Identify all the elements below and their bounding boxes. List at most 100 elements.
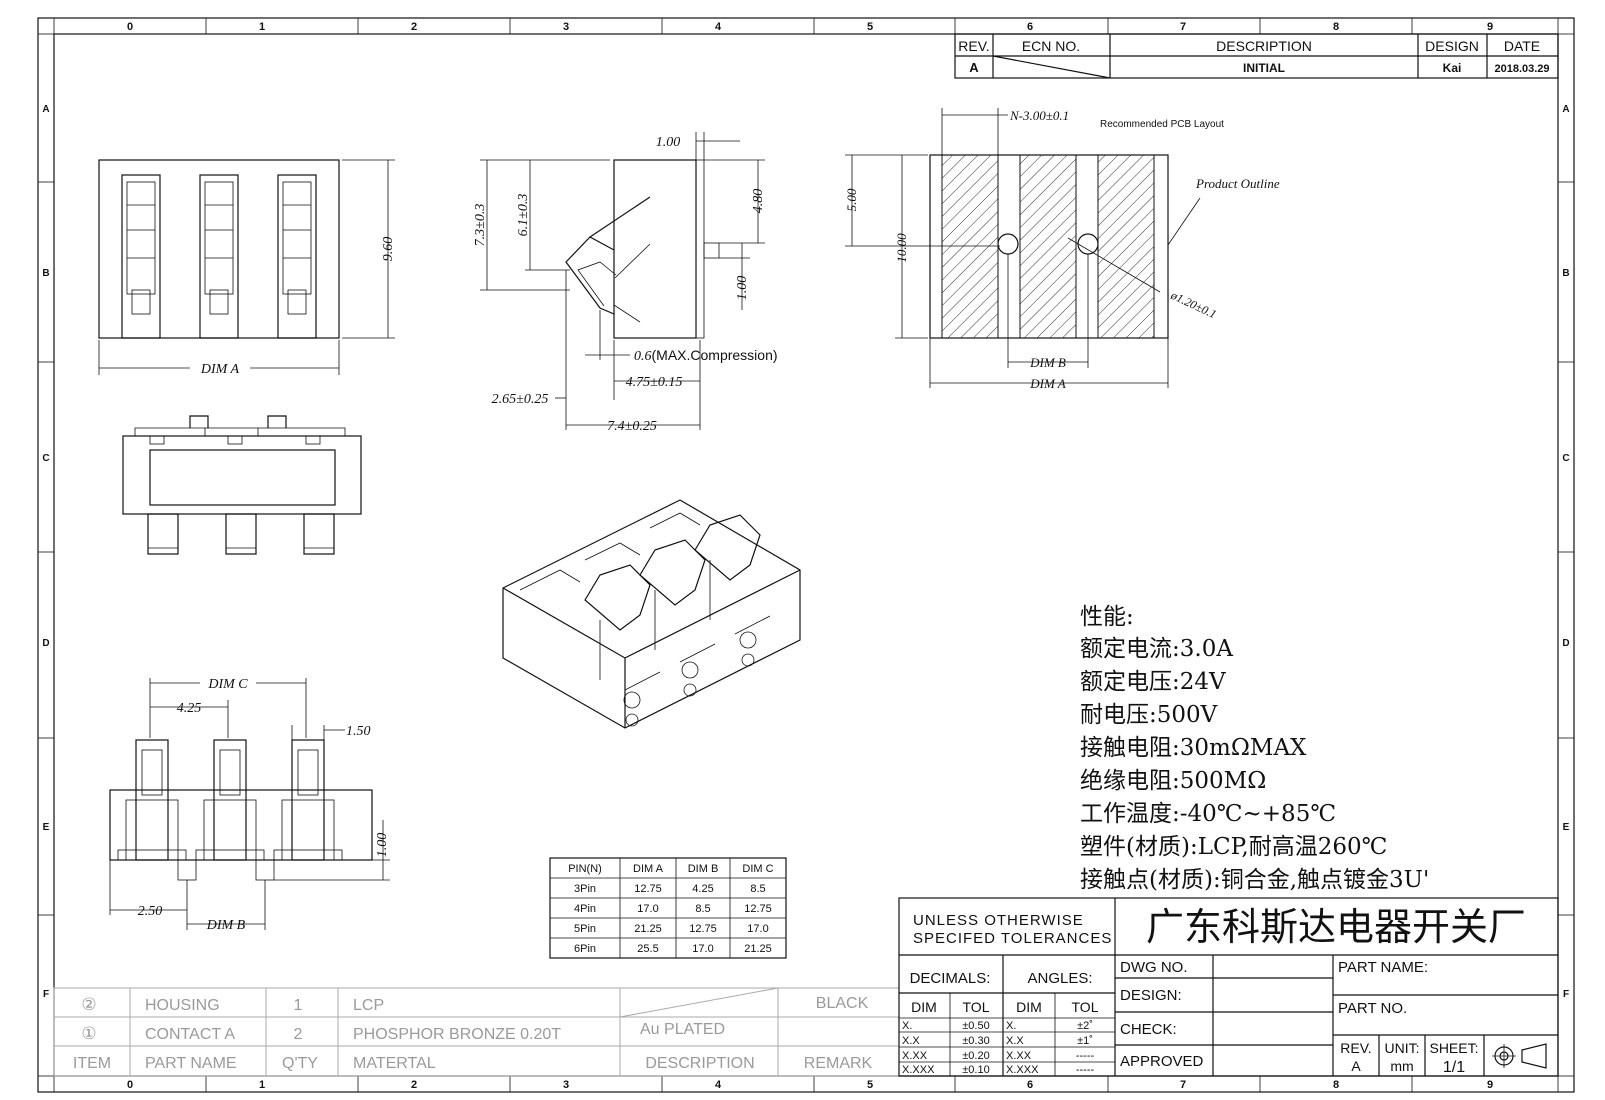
bom-header-part-name: PART NAME (145, 1055, 237, 1072)
grid-row-label: F (1563, 989, 1569, 1000)
unit-value: mm (1390, 1058, 1413, 1074)
pcb-layout: Recommended PCB Layout N-3.00±0.1 Produc… (844, 108, 1280, 391)
grid-column-label: 5 (867, 21, 873, 33)
side-d-7-4: 7.4±0.25 (607, 419, 657, 434)
grid-row-label: C (42, 453, 49, 464)
grid-row-label: A (42, 104, 49, 115)
spec-line: 工作温度:-40℃~+85℃ (1080, 801, 1336, 827)
decimal-dim: X.X (902, 1035, 920, 1047)
date-header: DATE (1504, 38, 1540, 54)
angles-tol-header: TOL (1072, 999, 1099, 1015)
dim-table-cell: 25.5 (637, 943, 658, 955)
bottom-d-1-50: 1.50 (346, 724, 371, 739)
grid-column-label: 6 (1027, 1079, 1033, 1091)
decimal-dim: X. (902, 1020, 912, 1032)
decimal-dim: X.XXX (902, 1064, 935, 1076)
side-d-6-1: 6.1±0.3 (516, 194, 531, 237)
grid-column-label: 0 (127, 1079, 133, 1091)
sheet-label: SHEET: (1429, 1040, 1478, 1056)
dim-table-cell: 12.75 (744, 903, 772, 915)
description-header: DESCRIPTION (1216, 38, 1312, 54)
bom-header-description: DESCRIPTION (645, 1055, 754, 1072)
tolerance-line-2: SPECIFED TOLERANCES (913, 930, 1112, 947)
pcb-pitch: N-3.00±0.1 (1009, 108, 1069, 123)
grid-column-label: 1 (259, 1079, 265, 1091)
pcb-d-10-00: 10.00 (894, 233, 909, 263)
grid-column-label: 9 (1487, 21, 1493, 33)
grid-row-label: D (42, 638, 49, 649)
dim-table-cell: 17.0 (692, 943, 713, 955)
spec-line: 塑件(材质):LCP,耐高温260℃ (1080, 834, 1387, 860)
design-label: DESIGN: (1120, 987, 1182, 1004)
dim-table-cell: 3Pin (574, 883, 596, 895)
grid-row-label: B (42, 268, 49, 279)
decimal-tol: ±0.10 (962, 1064, 989, 1076)
part-no-label: PART NO. (1338, 1000, 1407, 1017)
grid-column-label: 2 (411, 1079, 417, 1091)
spec-line: 耐电压:500V (1080, 702, 1218, 728)
angle-dim: X.XXX (1006, 1064, 1039, 1076)
bottom-d-1-00: 1.00 (375, 833, 390, 858)
grid-column-label: 4 (715, 21, 722, 33)
angle-dim: X. (1006, 1020, 1016, 1032)
isometric-view (502, 499, 801, 729)
tolerance-line-1: UNLESS OTHERWISE (913, 912, 1084, 929)
grid-row-label: B (1562, 268, 1569, 279)
specifications: 性能: 额定电流:3.0A额定电压:24V耐电压:500V接触电阻:30mΩMA… (1080, 604, 1429, 893)
bottom-d-4-25: 4.25 (177, 701, 202, 716)
dim-table-header: DIM B (688, 863, 719, 875)
grid-row-label: A (1562, 104, 1569, 115)
bottom-contact (273, 739, 343, 861)
dim-table-cell: 12.75 (689, 923, 717, 935)
sheet-value: 1/1 (1443, 1059, 1465, 1076)
date-value: 2018.03.29 (1494, 63, 1549, 75)
grid-column-label: 6 (1027, 21, 1033, 33)
grid-row-label: E (1563, 822, 1570, 833)
grid-column-label: 9 (1487, 1079, 1493, 1091)
bottom-view: DIM C 4.25 1.50 1.00 2.50 DIM B (109, 677, 390, 933)
bom-qty-contact: 2 (294, 1026, 303, 1043)
pcb-d-5-00: 5.00 (844, 188, 859, 211)
spec-line: 额定电压:24V (1080, 669, 1226, 695)
rev-label: REV. (1340, 1040, 1371, 1056)
top-dim-a: DIM A (200, 362, 240, 377)
angle-tol: ±1˚ (1077, 1035, 1093, 1047)
bom-header-remark: REMARK (804, 1055, 873, 1072)
bom-material-housing: LCP (353, 997, 384, 1014)
decimal-tol: ±0.50 (962, 1020, 989, 1032)
pcb-pad (941, 154, 999, 339)
decimal-dim: X.XX (902, 1050, 928, 1062)
dim-table-header: DIM C (742, 863, 773, 875)
grid-column-label: 7 (1180, 21, 1186, 33)
bom-part-contact: CONTACT A (145, 1026, 235, 1043)
revision-table: REV. ECN NO. DESCRIPTION DESIGN DATE A I… (954, 33, 1559, 79)
pcb-hole (997, 233, 1019, 255)
dim-table-header: PIN(N) (568, 863, 602, 875)
decimals-tol-header: TOL (963, 999, 990, 1015)
rev-header: REV. (958, 38, 989, 54)
grid-row-label: F (43, 989, 49, 1000)
angle-tol: ----- (1076, 1064, 1095, 1076)
dim-table-cell: 17.0 (637, 903, 658, 915)
dim-table-cell: 5Pin (574, 923, 596, 935)
dwg-no-label: DWG NO. (1120, 959, 1188, 976)
pcb-pad (1019, 154, 1077, 339)
part-name-label: PART NAME: (1338, 959, 1428, 976)
decimals-dim-header: DIM (911, 999, 937, 1015)
dim-table-cell: 12.75 (634, 883, 662, 895)
top-view-slot (121, 174, 161, 339)
pcb-hole (1077, 233, 1099, 255)
pcb-dim-a: DIM A (1029, 376, 1066, 391)
side-d-7-3: 7.3±0.3 (473, 204, 488, 247)
bom-header-item: ITEM (73, 1055, 111, 1072)
grid-row-label: D (1562, 638, 1569, 649)
grid-column-label: 4 (715, 1079, 722, 1091)
decimal-tol: ±0.20 (962, 1050, 989, 1062)
angles-label: ANGLES: (1027, 970, 1092, 987)
grid-column-label: 2 (411, 21, 417, 33)
bom-item-1: ① (81, 1024, 96, 1043)
grid-column-label: 8 (1333, 21, 1339, 33)
top-view: DIM A 9.60 (98, 159, 396, 377)
angle-dim: X.X (1006, 1035, 1024, 1047)
